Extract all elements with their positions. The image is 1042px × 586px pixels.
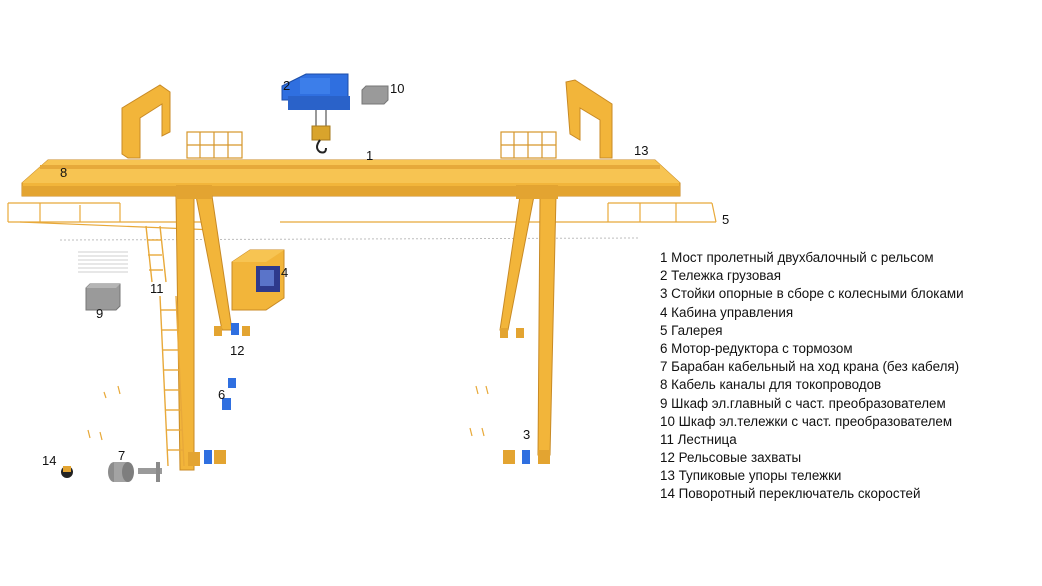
gallery-right [280, 202, 717, 223]
callout-9: 9 [96, 306, 104, 321]
legend-item: 1 Мост пролетный двухбалочный с рельсом [660, 250, 934, 265]
speed-switch [61, 466, 73, 478]
upper-leg-piece-right [565, 79, 613, 159]
legend-item: 14 Поворотный переключатель скоростей [660, 486, 921, 502]
wheel-block-right [503, 450, 550, 464]
support-leg-right [499, 185, 558, 456]
upper-leg-piece-left [121, 84, 171, 159]
callout-13: 13 [634, 143, 649, 158]
trolley-platform-right [500, 131, 557, 159]
rail-segments [87, 385, 489, 441]
legend-item: 11 Лестница [660, 431, 737, 447]
ladder [145, 225, 185, 467]
legend-item: 9 Шкаф эл.главный с част. преобразовател… [660, 395, 946, 411]
callout-8: 8 [60, 165, 68, 180]
callout-3: 3 [523, 427, 531, 442]
legend-item: 5 Галерея [660, 322, 723, 338]
callout-5: 5 [722, 212, 730, 227]
rail-clamp-left [214, 323, 250, 336]
main-electric-cabinet [85, 283, 121, 311]
motor-reducer [222, 378, 236, 410]
callout-11: 11 [150, 281, 164, 296]
legend-item: 10 Шкаф эл.тележки с част. преобразовате… [660, 413, 953, 429]
main-girder [21, 159, 681, 197]
operator-cabin [231, 249, 285, 311]
component-legend: 1 Мост пролетный двухбалочный с рельсом … [660, 249, 1040, 504]
cable-drum [108, 462, 162, 482]
callout-12: 12 [230, 343, 245, 358]
callout-4: 4 [281, 265, 289, 280]
legend-item: 6 Мотор-редуктора с тормозом [660, 340, 853, 356]
ladder-grate [78, 251, 128, 273]
legend-item: 3 Стойки опорные в сборе с колесными бло… [660, 286, 964, 302]
support-leg-left [175, 185, 233, 471]
legend-item: 4 Кабина управления [660, 304, 794, 320]
trolley-electric-cabinet [361, 85, 389, 105]
callout-10: 10 [390, 81, 405, 96]
legend-item: 12 Рельсовые захваты [660, 450, 802, 466]
rail-clamp-right [500, 328, 524, 338]
callout-1: 1 [366, 148, 374, 163]
legend-item: 8 Кабель каналы для токопроводов [660, 377, 882, 393]
hoist-trolley [281, 73, 350, 154]
callout-7: 7 [118, 448, 126, 463]
trolley-platform-left [186, 131, 243, 159]
wheel-block-left [188, 450, 226, 466]
legend-item: 2 Тележка грузовая [660, 268, 781, 284]
legend-item: 13 Тупиковые упоры тележки [660, 468, 842, 484]
legend-item: 7 Барабан кабельный на ход крана (без ка… [660, 359, 960, 375]
callout-2: 2 [283, 78, 291, 93]
callout-14: 14 [42, 453, 57, 468]
callout-6: 6 [218, 387, 226, 402]
